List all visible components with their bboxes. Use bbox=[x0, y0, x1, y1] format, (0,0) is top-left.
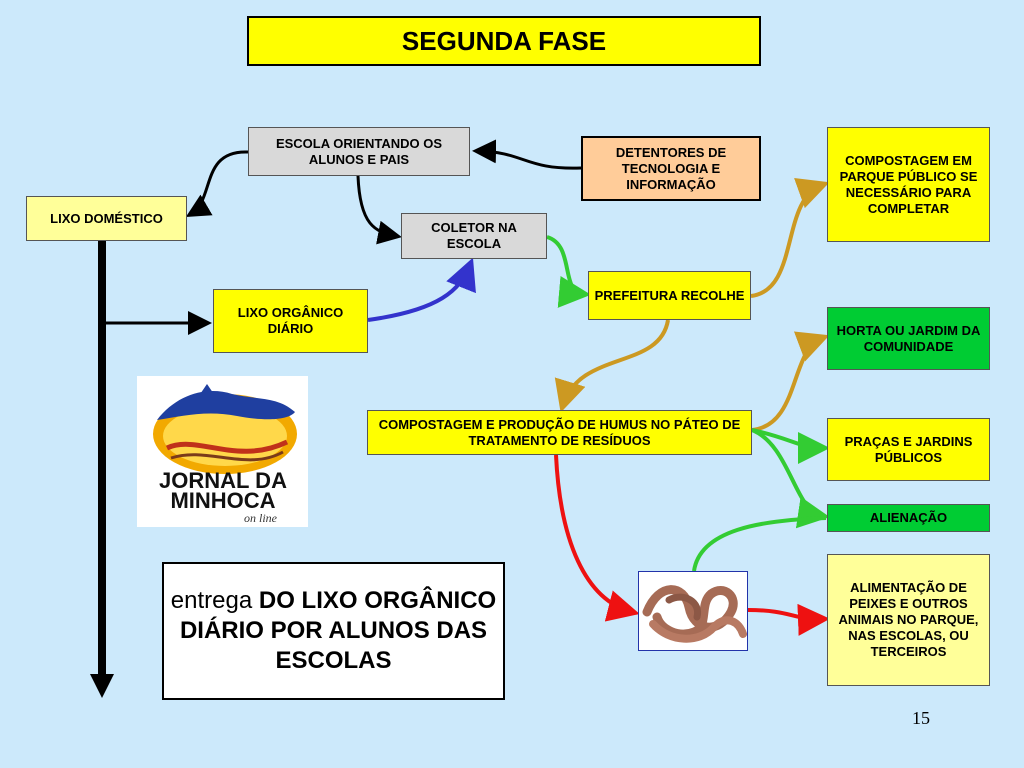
jornal-da-minhoca-logo: JORNAL DA MINHOCA on line bbox=[137, 376, 308, 527]
logo-text-line2: MINHOCA bbox=[170, 488, 275, 513]
arrow-coletor-to-prefeitura bbox=[546, 235, 591, 308]
arrow-humus-to-horta bbox=[751, 331, 830, 432]
node-detentores: DETENTORES DE TECNOLOGIA E INFORMAÇÃO bbox=[581, 136, 761, 201]
arrow-escola-to-lixo-domestico bbox=[185, 150, 249, 218]
minhocas-photo bbox=[638, 571, 748, 651]
arrow-humus-to-minhocas bbox=[554, 454, 640, 622]
arrow-detentores-to-escola bbox=[472, 139, 582, 170]
note-normal-text: entrega bbox=[170, 587, 253, 614]
arrow-lixo-organico-to-coletor bbox=[367, 257, 476, 322]
node-escola: ESCOLA ORIENTANDO OS ALUNOS E PAIS bbox=[248, 127, 470, 176]
logo-graphic: JORNAL DA MINHOCA on line bbox=[153, 384, 297, 525]
arrow-prefeitura-to-compostagem-parque bbox=[750, 178, 830, 298]
node-lixo-organico: LIXO ORGÂNICO DIÁRIO bbox=[213, 289, 368, 353]
arrow-humus-to-pracas bbox=[751, 428, 830, 464]
arrow-prefeitura-to-compostagem-humus bbox=[554, 319, 670, 413]
logo-text-line3: on line bbox=[244, 511, 278, 525]
node-lixo-domestico: LIXO DOMÉSTICO bbox=[26, 196, 187, 241]
page-title: SEGUNDA FASE bbox=[247, 16, 761, 66]
node-alimentacao: ALIMENTAÇÃO DE PEIXES E OUTROS ANIMAIS N… bbox=[827, 554, 990, 686]
note-bold-text: DO LIXO ORGÂNICO DIÁRIO POR ALUNOS DAS E… bbox=[179, 587, 497, 674]
node-prefeitura: PREFEITURA RECOLHE bbox=[588, 271, 751, 320]
node-compostagem-parque: COMPOSTAGEM EM PARQUE PÚBLICO SE NECESSÁ… bbox=[827, 127, 990, 242]
arrow-humus-to-alienacao bbox=[751, 428, 830, 529]
arrow-worm-to-alienacao bbox=[692, 516, 827, 572]
earthworm-icon bbox=[642, 585, 747, 643]
node-alienacao: ALIENAÇÃO bbox=[827, 504, 990, 532]
main-vertical-arrow bbox=[90, 241, 114, 698]
node-pracas: PRAÇAS E JARDINS PÚBLICOS bbox=[827, 418, 990, 481]
page-number: 15 bbox=[912, 708, 930, 728]
node-compostagem-humus: COMPOSTAGEM E PRODUÇÃO DE HUMUS NO PÁTEO… bbox=[367, 410, 752, 455]
node-horta: HORTA OU JARDIM DA COMUNIDADE bbox=[827, 307, 990, 370]
note-box: entrega DO LIXO ORGÂNICO DIÁRIO POR ALUN… bbox=[162, 562, 505, 700]
node-coletor: COLETOR NA ESCOLA bbox=[401, 213, 547, 259]
logo-text-line1: JORNAL DA bbox=[159, 468, 287, 493]
arrow-escola-to-coletor bbox=[356, 175, 402, 245]
arrow-minhocas-to-alimentacao bbox=[747, 603, 830, 636]
